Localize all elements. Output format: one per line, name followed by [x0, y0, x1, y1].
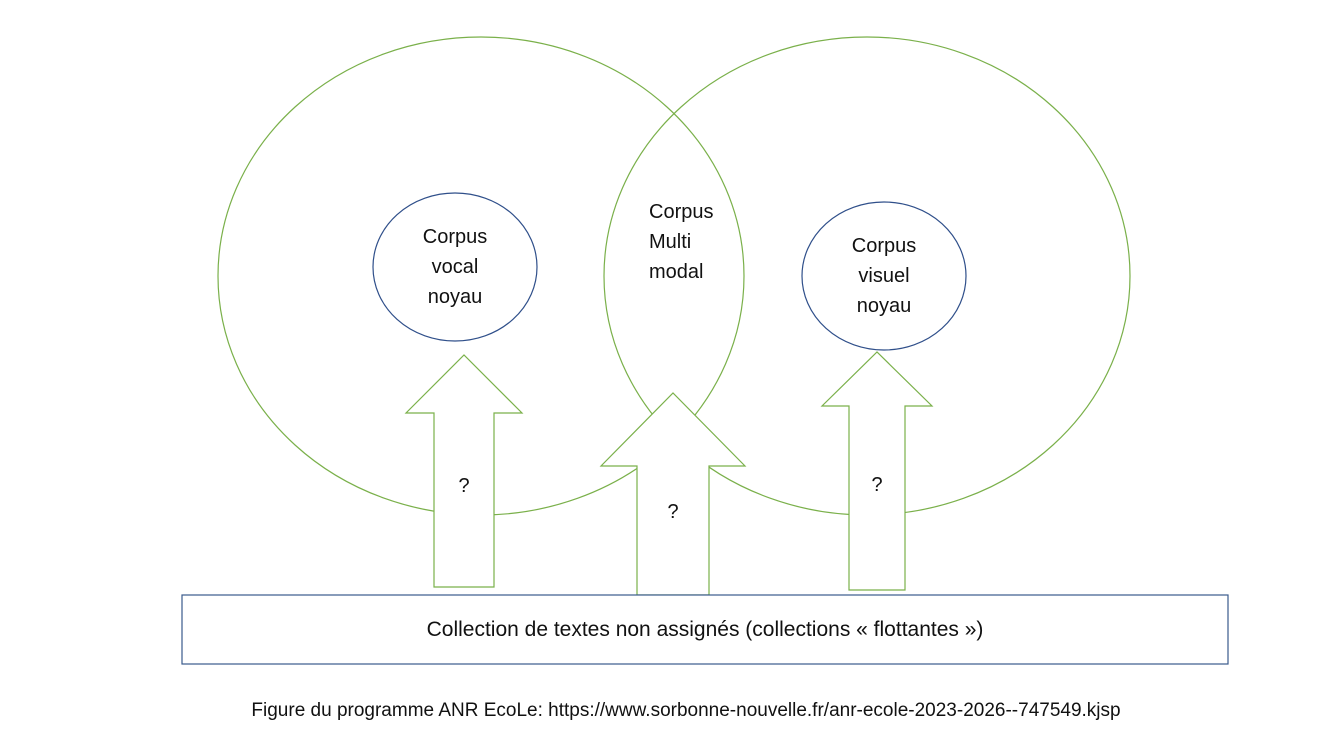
corpus-vocal-line2: vocal — [431, 256, 479, 278]
corpus-vocal-line3: noyau — [427, 286, 483, 308]
corpus-visuel-line1: Corpus — [851, 235, 917, 257]
left-arrow-label: ? — [458, 475, 470, 497]
collection-box-label: Collection de textes non assignés (colle… — [426, 618, 984, 641]
corpus-vocal-line1: Corpus — [422, 226, 488, 248]
visual-core-circle — [801, 201, 967, 351]
corpus-multimodal-label: Corpus Multi modal — [634, 197, 734, 287]
corpus-visuel-line3: noyau — [856, 295, 912, 317]
corpus-multimodal-line1: Corpus — [649, 201, 714, 223]
center-arrow — [599, 392, 747, 596]
right-arrow — [820, 351, 934, 591]
right-arrow-label: ? — [871, 474, 883, 496]
corpus-multimodal-line3: modal — [649, 261, 704, 283]
corpus-visuel-label: Corpus visuel noyau — [834, 231, 934, 321]
collection-box — [181, 594, 1229, 665]
figure-caption: Figure du programme ANR EcoLe: https://w… — [251, 700, 1121, 721]
corpus-multimodal-line2: Multi — [649, 231, 692, 253]
vocal-core-circle — [372, 192, 538, 342]
corpus-vocal-label: Corpus vocal noyau — [405, 222, 505, 312]
center-arrow-label: ? — [667, 501, 679, 523]
left-arrow — [404, 354, 524, 588]
corpus-visuel-line2: visuel — [858, 265, 910, 287]
